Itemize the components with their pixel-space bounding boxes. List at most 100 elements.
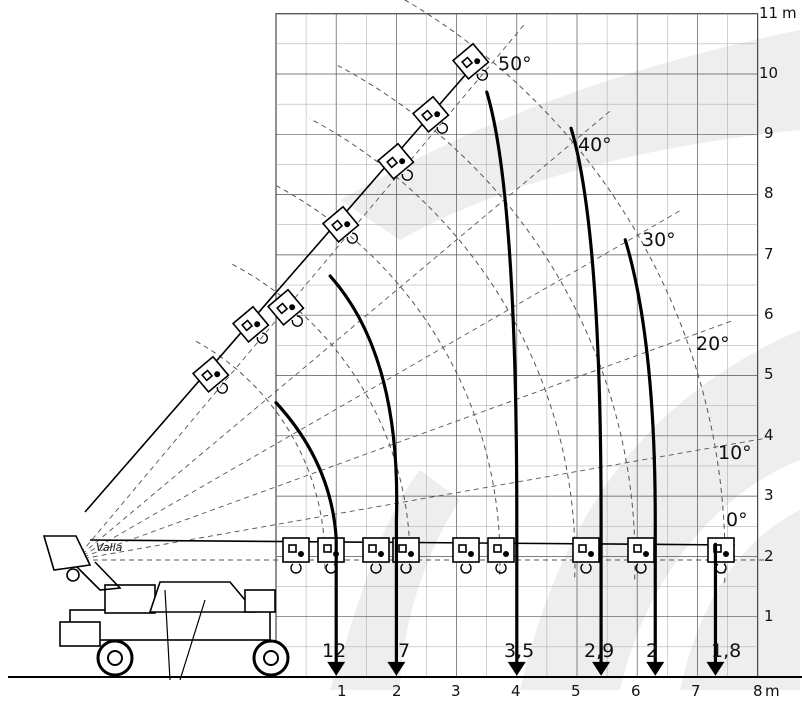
boom-head-detail xyxy=(461,56,474,69)
boom-line-50 xyxy=(84,57,481,513)
boom-head xyxy=(231,305,270,344)
load-curve xyxy=(485,90,519,673)
load-arrow-icon xyxy=(592,661,611,676)
boom-head-detail xyxy=(241,319,254,332)
boom-head xyxy=(191,355,230,394)
x-axis: 1 2 3 4 5 6 7 8 m xyxy=(337,682,780,700)
angle-label-10: 10° xyxy=(718,442,752,464)
y-tick-label: 8 xyxy=(764,184,774,202)
boom-head-detail xyxy=(386,156,399,169)
angle-ray xyxy=(74,109,612,561)
boom-head-pin xyxy=(503,551,509,557)
hook-icon xyxy=(256,332,268,344)
y-tick-label: 9 xyxy=(764,124,774,142)
crane-vehicle: Valla xyxy=(42,535,290,681)
load-arrow-icon xyxy=(646,661,665,676)
crane-engine-cover xyxy=(104,584,156,614)
boom-head-detail xyxy=(633,544,642,553)
angle-label-50: 50° xyxy=(498,53,532,75)
y-tick-label: 5 xyxy=(764,365,774,383)
load-label: 3,5 xyxy=(504,640,534,662)
boom-head-detail xyxy=(201,369,214,382)
angle-label-0: 0° xyxy=(726,509,748,531)
x-tick-label: 2 xyxy=(392,682,402,700)
hook-icon xyxy=(400,563,412,574)
angle-label-20: 20° xyxy=(696,333,730,355)
boom-head-pin xyxy=(643,551,649,557)
crane-boom-head xyxy=(42,535,92,571)
y-tick-label: 4 xyxy=(764,426,774,444)
hook-icon xyxy=(580,563,592,574)
boom-head xyxy=(707,537,735,574)
crane-king-post xyxy=(74,561,122,591)
boom-head-detail xyxy=(578,544,587,553)
angle-label-40: 40° xyxy=(578,134,612,156)
boom-head xyxy=(362,537,390,574)
x-unit-label: m xyxy=(765,682,780,700)
boom-head xyxy=(451,42,490,81)
load-arrow-icon xyxy=(327,661,346,676)
boom-head-pin xyxy=(399,158,406,165)
boom-head-pin xyxy=(434,111,441,118)
hook-icon xyxy=(460,563,472,574)
boom-positions xyxy=(84,42,736,574)
x-tick-label: 5 xyxy=(571,682,581,700)
load-label: 2,9 xyxy=(584,640,614,662)
boom-head-plate xyxy=(487,537,515,563)
load-arrow-icon xyxy=(507,661,526,676)
y-tick-label: 7 xyxy=(764,245,774,263)
boom-head-detail xyxy=(323,544,332,553)
boom-head xyxy=(376,142,415,181)
hook-icon xyxy=(495,563,507,574)
boom-head-plate xyxy=(452,537,480,563)
boom-head xyxy=(321,205,360,244)
crane-pivot xyxy=(66,568,80,582)
boom-head-pin xyxy=(298,551,304,557)
x-tick-label: 1 xyxy=(337,682,347,700)
crane-bumper xyxy=(59,621,101,647)
crane-counterweight xyxy=(244,589,276,613)
load-markers: 12 7 3,5 2,9 2 1,8 xyxy=(322,640,741,662)
hook-icon xyxy=(346,232,358,244)
load-curve xyxy=(328,274,399,673)
load-label: 7 xyxy=(398,640,410,662)
boom-head xyxy=(627,537,655,574)
radius-arc xyxy=(192,338,326,569)
boom-head xyxy=(266,288,305,327)
y-axis: 1 2 3 4 5 6 7 8 9 10 11 m xyxy=(759,4,797,625)
x-tick-label: 6 xyxy=(631,682,641,700)
crane-outrigger xyxy=(164,589,206,681)
x-tick-label: 3 xyxy=(451,682,461,700)
hook-icon xyxy=(325,563,337,574)
boom-head-pin xyxy=(723,551,729,557)
hook-icon xyxy=(401,169,413,181)
y-tick-label: 11 xyxy=(759,4,778,22)
boom-head-pin xyxy=(378,551,384,557)
boom-head-pin xyxy=(408,551,414,557)
watermark-logo xyxy=(330,30,800,690)
boom-head-pin xyxy=(214,371,221,378)
boom-head xyxy=(487,537,515,574)
boom-head-detail xyxy=(458,544,467,553)
y-tick-label: 6 xyxy=(764,305,774,323)
boom-head xyxy=(572,537,600,574)
hook-icon xyxy=(370,563,382,574)
y-tick-label: 1 xyxy=(764,607,774,625)
hook-icon xyxy=(635,563,647,574)
boom-head-detail xyxy=(288,544,297,553)
load-label: 1,8 xyxy=(711,640,741,662)
load-label: 2 xyxy=(646,640,658,662)
load-curve xyxy=(569,126,603,673)
load-label: 12 xyxy=(322,640,346,662)
hook-icon xyxy=(291,315,303,327)
angle-labels: 50° 40° 30° 20° 10° 0° xyxy=(498,53,752,531)
radius-arc xyxy=(232,263,411,572)
boom-head xyxy=(317,537,345,574)
boom-head-pin xyxy=(289,304,296,311)
load-curve xyxy=(274,401,338,673)
boom-head-pin xyxy=(254,321,261,328)
boom-head-pin xyxy=(344,221,351,228)
boom-head-pin xyxy=(474,58,481,65)
crane-front-hub xyxy=(107,650,123,666)
